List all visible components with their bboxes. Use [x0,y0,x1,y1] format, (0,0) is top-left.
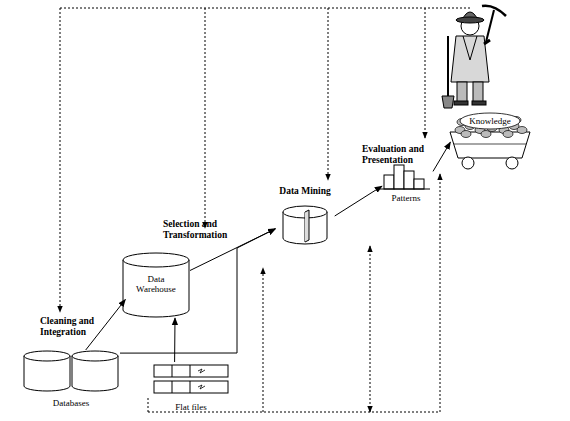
flow-arrow [174,318,175,362]
knowledge-cart: Knowledge [446,108,534,170]
flow-arrow [120,229,275,353]
step-label: Cleaning and Integration [40,316,106,337]
node-label: Knowledge [460,116,520,126]
miner-figure [442,6,506,108]
flat-files: Flat files [150,362,232,418]
database-cylinders: Databases [22,350,120,412]
step-label: Selection and Transformation [163,219,243,240]
node-label: Data Mining [264,186,346,196]
step-label: Evaluation and Presentation [362,144,436,165]
flat-files-outline [150,362,232,396]
flow-arrow [433,142,450,171]
feedback-lines [60,8,470,412]
patterns-chart-outline [376,163,436,191]
mining-disk: Data Mining [272,184,338,248]
node-label: Patterns [376,193,436,203]
node-label: Data Warehouse [128,274,184,294]
mining-disk-outline [279,204,331,246]
warehouse-cylinder: Data Warehouse [122,252,190,318]
flow-arrow [335,186,382,216]
database-cylinders-outline [22,350,120,392]
node-label: Databases [22,398,120,408]
node-label: Flat files [150,402,232,412]
flow-arrow [86,300,126,351]
patterns-chart: Patterns [376,163,436,205]
